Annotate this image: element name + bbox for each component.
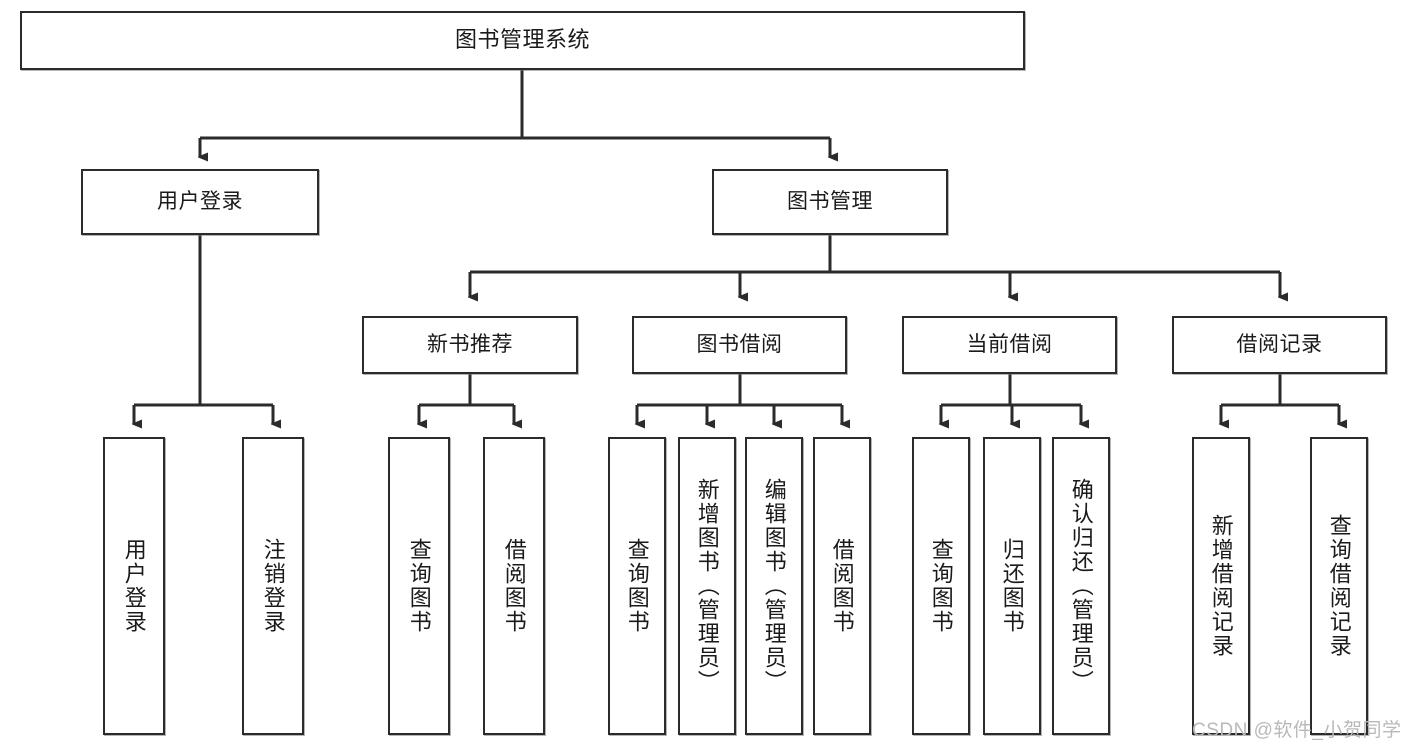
leaf-borrow-book-2[interactable]: 借阅图书 [813, 437, 871, 735]
leaf-logout[interactable]: 注销登录 [242, 437, 304, 735]
leaf-borrow-book-1[interactable]: 借阅图书 [483, 437, 545, 735]
node-book-manage[interactable]: 图书管理 [712, 169, 948, 235]
leaf-add-book[interactable]: 新增图书（管理员） [678, 437, 736, 735]
node-current-borrow[interactable]: 当前借阅 [902, 316, 1117, 374]
node-book-borrow-label: 图书借阅 [696, 333, 783, 357]
leaf-query-record[interactable]: 查询借阅记录 [1310, 437, 1368, 735]
node-current-borrow-label: 当前借阅 [966, 333, 1053, 357]
leaf-borrow-book-1-label: 借阅图书 [501, 538, 527, 634]
node-book-manage-label: 图书管理 [787, 190, 873, 214]
leaf-add-record-label: 新增借阅记录 [1208, 514, 1234, 658]
leaf-query-book-3[interactable]: 查询图书 [912, 437, 970, 735]
leaf-query-book-2[interactable]: 查询图书 [608, 437, 666, 735]
leaf-query-book-2-label: 查询图书 [624, 538, 650, 634]
node-user-login-label: 用户登录 [157, 190, 243, 214]
node-root-label: 图书管理系统 [454, 27, 590, 53]
node-book-borrow[interactable]: 图书借阅 [632, 316, 847, 374]
node-root[interactable]: 图书管理系统 [20, 11, 1025, 70]
leaf-return-book-label: 归还图书 [999, 538, 1025, 634]
node-new-book-rec[interactable]: 新书推荐 [362, 316, 578, 374]
leaf-query-book-1[interactable]: 查询图书 [388, 437, 450, 735]
node-new-book-rec-label: 新书推荐 [427, 333, 513, 357]
leaf-return-book[interactable]: 归还图书 [983, 437, 1041, 735]
leaf-query-book-3-label: 查询图书 [928, 538, 954, 634]
leaf-query-book-1-label: 查询图书 [406, 538, 432, 634]
leaf-user-login-label: 用户登录 [121, 538, 147, 634]
node-borrow-record-label: 借阅记录 [1236, 333, 1323, 357]
leaf-confirm-return[interactable]: 确认归还（管理员） [1052, 437, 1110, 735]
csdn-watermark: CSDN @软件_小贺同学 [1192, 720, 1402, 741]
leaf-borrow-book-2-label: 借阅图书 [829, 538, 855, 634]
node-user-login[interactable]: 用户登录 [81, 169, 319, 235]
leaf-confirm-return-label: 确认归还（管理员） [1068, 478, 1094, 694]
leaf-user-login[interactable]: 用户登录 [103, 437, 165, 735]
leaf-add-record[interactable]: 新增借阅记录 [1192, 437, 1250, 735]
leaf-edit-book[interactable]: 编辑图书（管理员） [745, 437, 803, 735]
node-borrow-record[interactable]: 借阅记录 [1172, 316, 1387, 374]
leaf-edit-book-label: 编辑图书（管理员） [761, 478, 787, 694]
leaf-query-record-label: 查询借阅记录 [1326, 514, 1352, 658]
leaf-logout-label: 注销登录 [260, 538, 286, 634]
leaf-add-book-label: 新增图书（管理员） [694, 478, 720, 694]
